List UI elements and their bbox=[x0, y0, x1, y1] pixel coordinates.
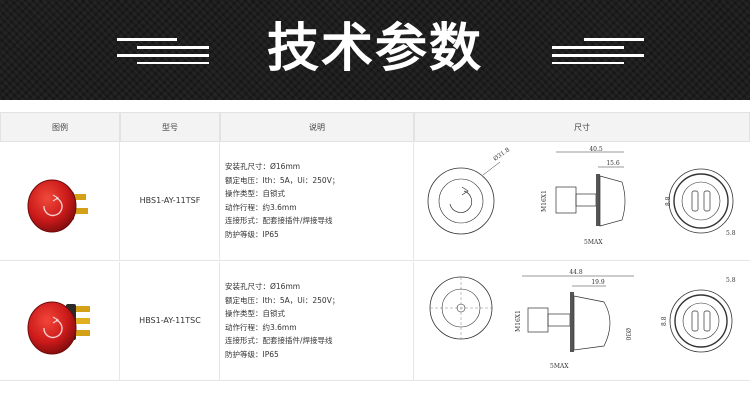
row-divider bbox=[0, 380, 750, 381]
banner: 技术参数 bbox=[0, 0, 750, 100]
dim-pitch-vertical: 8.8 bbox=[661, 316, 668, 326]
spec-mounting-hole: 安装孔尺寸：Ø16mm bbox=[225, 162, 301, 171]
description-cell bbox=[220, 262, 414, 380]
row-divider bbox=[0, 260, 750, 261]
model-number: HBS1-AY-11TSF bbox=[139, 196, 201, 205]
model-cell bbox=[120, 142, 220, 260]
dim-overall-length: 44.8 bbox=[569, 269, 583, 276]
spec-protection: 防护等级：IP65 bbox=[225, 229, 279, 239]
dim-head-diameter: Ø30 bbox=[624, 328, 631, 341]
description-cell bbox=[220, 142, 414, 260]
decorative-lines-left bbox=[117, 38, 209, 68]
header-description: 说明 bbox=[220, 112, 414, 142]
model-cell bbox=[120, 262, 220, 380]
decorative-lines-right bbox=[552, 38, 644, 68]
legend-cell bbox=[0, 142, 120, 260]
table-row: HBS1-AY-11TSF 安装孔尺寸：Ø16mm 额定电压：Ith：5A，Ui… bbox=[0, 142, 750, 260]
dim-body-length: 15.6 bbox=[606, 160, 620, 167]
legend-cell bbox=[0, 262, 120, 380]
spec-connection: 连接形式：配套接插件/焊接导线 bbox=[225, 216, 333, 225]
dim-pitch-horizontal: 5.8 bbox=[726, 277, 736, 284]
spec-protection: 防护等级：IP65 bbox=[225, 349, 279, 359]
header-dimensions: 尺寸 bbox=[414, 112, 750, 142]
spec-list: 安装孔尺寸：Ø16mm 额定电压：Ith：5A，Ui：250V； 操作类型：自锁… bbox=[225, 160, 410, 241]
emergency-stop-button-photo bbox=[27, 179, 88, 233]
model-number: HBS1-AY-11TSC bbox=[139, 316, 201, 325]
dimension-drawing: 44.8 19.9 M16X1 Ø30 5MAX 8.8 5.8 bbox=[416, 262, 750, 380]
dim-pitch-horizontal: 5.8 bbox=[726, 230, 736, 237]
spec-operation-type: 操作类型：自锁式 bbox=[225, 309, 285, 318]
header-legend: 图例 bbox=[0, 112, 120, 142]
spec-rated-voltage: 额定电压：Ith：5A，Ui：250V； bbox=[225, 175, 340, 185]
spec-stroke: 动作行程：约3.6mm bbox=[225, 202, 297, 212]
spec-mounting-hole: 安装孔尺寸：Ø16mm bbox=[225, 282, 301, 291]
spec-connection: 连接形式：配套接插件/焊接导线 bbox=[225, 336, 333, 345]
dim-thread: M16X1 bbox=[541, 190, 548, 212]
dimension-drawing: Ø31.8 40.5 15.6 M16X1 5MAX 8.8 5. bbox=[416, 142, 750, 260]
dim-panel-thickness: 5MAX bbox=[550, 363, 569, 370]
dim-panel-thickness: 5MAX bbox=[584, 239, 603, 246]
spec-list: 安装孔尺寸：Ø16mm 额定电压：Ith：5A，Ui：250V； 操作类型：自锁… bbox=[225, 280, 410, 361]
emergency-stop-button-photo bbox=[27, 301, 90, 355]
header-model: 型号 bbox=[120, 112, 220, 142]
spec-stroke: 动作行程：约3.6mm bbox=[225, 322, 297, 332]
dim-body-length: 19.9 bbox=[591, 279, 605, 286]
dim-head-diameter: Ø31.8 bbox=[492, 146, 511, 162]
spec-rated-voltage: 额定电压：Ith：5A，Ui：250V； bbox=[225, 295, 340, 305]
dim-thread: M16X1 bbox=[515, 310, 522, 332]
page-title: 技术参数 bbox=[266, 19, 483, 79]
spec-operation-type: 操作类型：自锁式 bbox=[225, 189, 285, 198]
table-row: HBS1-AY-11TSC 安装孔尺寸：Ø16mm 额定电压：Ith：5A，Ui… bbox=[0, 262, 750, 380]
dim-pitch-vertical: 8.8 bbox=[665, 196, 672, 206]
dim-overall-length: 40.5 bbox=[589, 146, 603, 153]
